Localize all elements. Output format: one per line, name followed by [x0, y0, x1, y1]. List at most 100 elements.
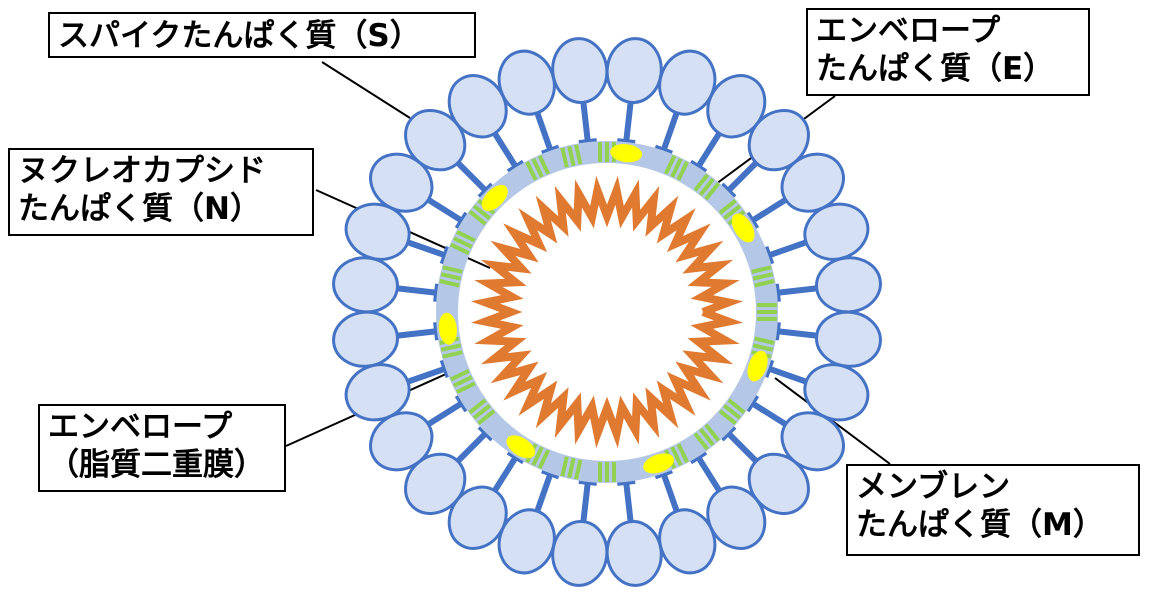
m-protein-stripe	[439, 279, 460, 288]
m-protein	[439, 265, 463, 288]
spike-crossbar	[764, 246, 775, 265]
label-envelope-protein: エンベロープ たんぱく質（E）	[806, 8, 1090, 96]
m-protein-stripe	[752, 272, 774, 281]
m-protein-stripe	[537, 449, 551, 470]
label-envelope-line1: エンベロープ	[48, 409, 233, 445]
label-membrane-line1: メンブレン	[856, 469, 1011, 505]
spike-crossbar	[454, 211, 468, 230]
m-protein-stripe	[472, 204, 491, 221]
m-protein-stripe	[693, 432, 710, 451]
m-protein-stripe	[449, 368, 470, 382]
m-protein-stripe	[477, 409, 496, 426]
m-protein-stripe	[718, 409, 737, 426]
spike-head	[815, 256, 882, 314]
m-protein-stripe	[452, 375, 473, 388]
e-protein	[610, 144, 643, 163]
m-protein-stripe	[537, 154, 551, 175]
m-protein-stripe	[560, 456, 569, 477]
m-protein-stripe	[612, 462, 616, 482]
m-protein-stripe	[456, 230, 476, 243]
label-nucleocapsid-line2: たんぱく質（N）	[18, 191, 261, 227]
m-protein-stripe	[531, 157, 544, 178]
m-protein	[757, 303, 777, 321]
spike-crossbar	[764, 359, 775, 378]
spike-crossbar	[774, 283, 781, 302]
m-protein-stripe	[718, 198, 737, 215]
spike-head	[605, 520, 663, 587]
label-envelope-line2: （脂質二重膜）	[48, 447, 265, 483]
spike-crossbar	[578, 479, 597, 486]
spike-crossbar	[477, 182, 494, 199]
nucleocapsid-protein	[470, 175, 744, 449]
m-protein-stripe	[698, 428, 715, 447]
e-protein	[643, 453, 675, 474]
m-protein-stripe	[670, 157, 683, 178]
label-envelope-lipid: エンベロープ （脂質二重膜）	[38, 404, 286, 492]
m-protein-stripe	[442, 350, 463, 359]
m-protein	[560, 456, 583, 480]
spike-crossbar	[774, 322, 781, 341]
m-protein	[663, 154, 689, 181]
spike-crossbar	[578, 138, 597, 145]
m-protein-stripe	[567, 145, 576, 167]
spike-crossbar	[477, 425, 494, 442]
m-protein-stripe	[727, 398, 746, 415]
m-protein-stripe	[440, 272, 462, 281]
m-protein-stripe	[468, 398, 487, 415]
m-protein-stripe	[468, 209, 487, 226]
spike-head	[551, 37, 609, 104]
spike-proteins	[332, 37, 882, 587]
envelope-proteins	[438, 144, 768, 474]
spike-crossbar	[506, 451, 525, 465]
m-protein-stripe	[754, 336, 775, 345]
m-protein-stripe	[670, 446, 683, 467]
spike-crossbar	[746, 211, 760, 230]
e-protein	[731, 213, 755, 243]
m-protein	[525, 154, 551, 181]
spike-head	[815, 310, 882, 368]
m-protein-stripe	[757, 310, 777, 314]
m-protein	[560, 144, 583, 168]
label-membrane-line2: たんぱく質（M）	[856, 507, 1104, 543]
m-protein-stripe	[598, 462, 602, 482]
spike-crossbar	[617, 138, 636, 145]
spike-crossbar	[439, 246, 450, 265]
m-protein-stripe	[574, 459, 583, 480]
spike-crossbar	[433, 283, 440, 302]
label-envelope-protein-line1: エンベロープ	[816, 13, 1001, 49]
m-protein-stripe	[574, 144, 583, 165]
m-protein-stripe	[567, 457, 576, 479]
spike-head	[605, 37, 663, 104]
spike-crossbar	[454, 394, 468, 413]
m-protein-stripe	[663, 154, 677, 175]
m-protein-stripe	[723, 403, 742, 420]
e-protein	[747, 350, 768, 382]
label-membrane-protein: メンブレン たんぱく質（M）	[846, 464, 1140, 556]
label-spike-text: スパイクたんぱく質（S）	[58, 18, 421, 54]
m-protein-stripe	[757, 303, 777, 307]
spike-crossbar	[654, 469, 673, 480]
e-protein	[481, 185, 508, 211]
spike-crossbar	[654, 144, 673, 155]
m-protein-stripe	[723, 204, 742, 221]
m-protein-stripe	[752, 343, 774, 352]
label-envelope-protein-line2: たんぱく質（E）	[816, 51, 1055, 87]
m-protein-stripe	[698, 177, 715, 196]
m-protein-stripe	[751, 265, 772, 274]
m-protein	[468, 398, 496, 426]
m-protein-stripe	[449, 242, 470, 256]
m-protein-stripe	[676, 161, 689, 181]
m-protein	[449, 368, 476, 394]
leader-spike	[321, 61, 411, 119]
spike-crossbar	[541, 469, 560, 480]
m-protein	[449, 230, 476, 256]
m-protein-stripe	[442, 265, 463, 274]
m-protein-stripe	[704, 423, 721, 442]
e-protein	[438, 312, 457, 345]
m-protein	[751, 265, 775, 288]
spike-crossbar	[720, 182, 737, 199]
m-protein-stripe	[676, 443, 689, 463]
e-protein	[506, 435, 536, 459]
spike-crossbar	[433, 322, 440, 341]
